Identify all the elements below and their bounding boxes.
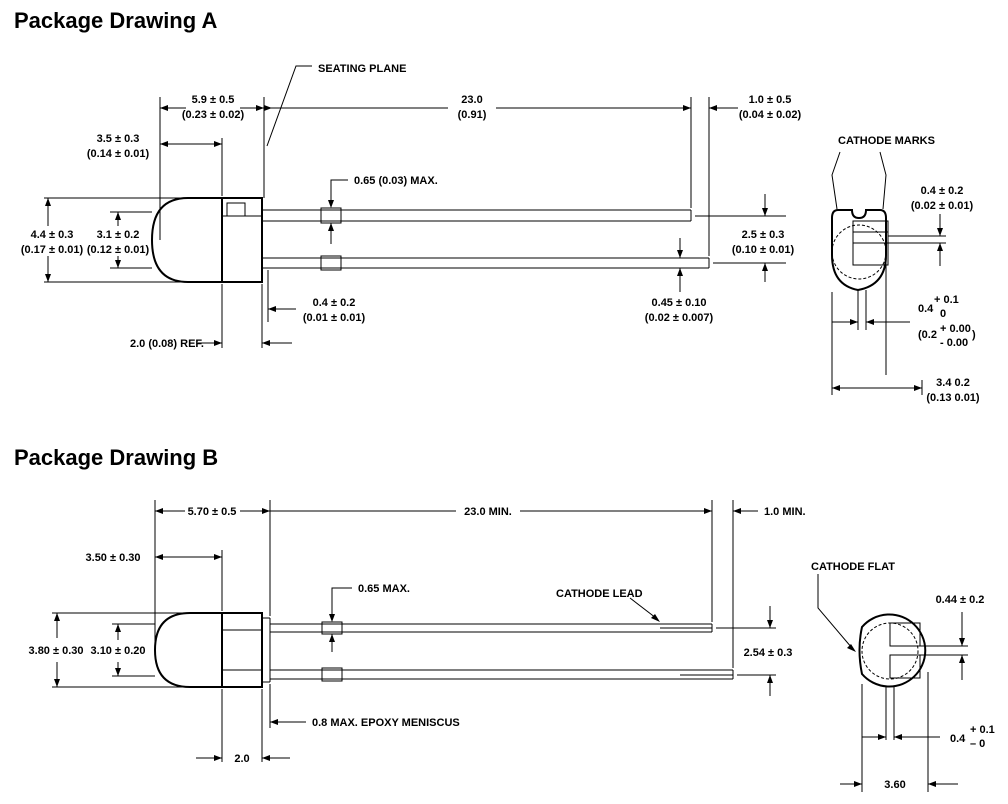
dim-a-3-1-inch: (0.12 ± 0.01) <box>87 244 150 256</box>
dim-a-side-minus000: - 0.00 <box>940 337 968 349</box>
dim-a-4-4: 4.4 ± 0.3 <box>31 229 74 241</box>
drawing-a-side-view: CATHODE MARKS 0.4 ± 0.2 (0.02 ± 0.01) 0.… <box>831 135 980 404</box>
dim-a-1-0: 1.0 ± 0.5 <box>749 94 792 106</box>
cathode-flat-label: CATHODE FLAT <box>811 561 895 573</box>
drawing-a-title: Package Drawing A <box>14 8 218 33</box>
dim-a-side-02: (0.2 <box>918 329 937 341</box>
dim-b-side-plus01: + 0.1 <box>970 724 995 736</box>
dim-a-5-9: 5.9 ± 0.5 <box>192 94 235 106</box>
dim-b-3-10: 3.10 ± 0.20 <box>91 645 146 657</box>
dim-b-2-0: 2.0 <box>234 753 249 765</box>
led-a-lens <box>150 197 222 283</box>
dim-b-side-04: 0.4 <box>950 733 966 745</box>
dim-a-side-0-4: 0.4 ± 0.2 <box>921 185 964 197</box>
dim-a-0-4: 0.4 ± 0.2 <box>313 297 356 309</box>
dim-b-3-80: 3.80 ± 0.30 <box>29 645 84 657</box>
dim-b-3-50: 3.50 ± 0.30 <box>86 552 141 564</box>
dim-a-23-inch: (0.91) <box>458 109 487 121</box>
drawing-a-front-view: 5.9 ± 0.5 (0.23 ± 0.02) 23.0 (0.91) 1.0 … <box>21 63 802 350</box>
dim-a-23: 23.0 <box>461 94 482 106</box>
dim-b-5-70: 5.70 ± 0.5 <box>188 506 237 518</box>
dim-a-side-0-4-inch: (0.02 ± 0.01) <box>911 200 974 212</box>
dim-a-2-5: 2.5 ± 0.3 <box>742 229 785 241</box>
led-b-lead-top <box>270 621 713 635</box>
dim-a-045-inch: (0.02 ± 0.007) <box>645 312 714 324</box>
dim-a-065: 0.65 (0.03) MAX. <box>354 175 438 187</box>
dim-a-2-5-inch: (0.10 ± 0.01) <box>732 244 795 256</box>
dim-a-side-zero: 0 <box>940 308 946 320</box>
dim-b-side-044: 0.44 ± 0.2 <box>936 594 985 606</box>
dim-b-23-min: 23.0 MIN. <box>464 506 512 518</box>
dim-a-045: 0.45 ± 0.10 <box>652 297 707 309</box>
led-a-lead-top <box>262 207 692 224</box>
dim-b-065-max: 0.65 MAX. <box>358 583 410 595</box>
dim-a-5-9-inch: (0.23 ± 0.02) <box>182 109 245 121</box>
epoxy-meniscus-label: 0.8 MAX. EPOXY MENISCUS <box>312 717 460 729</box>
drawing-b-side-view: CATHODE FLAT 0.44 ± 0.2 0.4 + 0.1 – 0 3.… <box>811 561 995 792</box>
led-b-lead-bottom <box>270 667 734 682</box>
drawing-b-title: Package Drawing B <box>14 445 219 470</box>
dim-a-0-4-inch: (0.01 ± 0.01) <box>303 312 366 324</box>
dim-a-side-plus000: + 0.00 <box>940 323 971 335</box>
led-a-flange <box>221 197 263 283</box>
dim-a-2-0-ref: 2.0 (0.08) REF. <box>130 338 204 350</box>
dim-a-3-5-inch: (0.14 ± 0.01) <box>87 148 150 160</box>
dim-a-3-5: 3.5 ± 0.3 <box>97 133 140 145</box>
led-b-lens <box>153 612 222 688</box>
dim-a-side-plus01: + 0.1 <box>934 294 959 306</box>
drawing-b-front-view: 5.70 ± 0.5 23.0 MIN. 1.0 MIN. 3.50 ± 0.3… <box>29 500 806 765</box>
dim-a-side-3-4-inch: (0.13 0.01) <box>926 392 980 404</box>
led-b-flange <box>221 612 263 688</box>
led-b-side-outline <box>858 613 927 688</box>
dim-a-side-04: 0.4 <box>918 303 934 315</box>
cathode-lead-label: CATHODE LEAD <box>556 588 643 600</box>
led-a-lead-bottom <box>262 255 710 271</box>
dim-a-side-close: ) <box>972 329 976 341</box>
dim-b-1-0-min: 1.0 MIN. <box>764 506 806 518</box>
led-a-side-outline <box>831 209 887 292</box>
cathode-marks-label: CATHODE MARKS <box>838 135 935 147</box>
dim-a-4-4-inch: (0.17 ± 0.01) <box>21 244 84 256</box>
dim-a-side-3-4: 3.4 0.2 <box>936 377 970 389</box>
dim-a-3-1: 3.1 ± 0.2 <box>97 229 140 241</box>
dim-b-side-3-60: 3.60 <box>884 779 905 791</box>
seating-plane-label: SEATING PLANE <box>318 63 406 75</box>
dim-b-2-54: 2.54 ± 0.3 <box>744 647 793 659</box>
dim-a-1-0-inch: (0.04 ± 0.02) <box>739 109 802 121</box>
dim-b-side-minus0: – 0 <box>970 738 985 750</box>
